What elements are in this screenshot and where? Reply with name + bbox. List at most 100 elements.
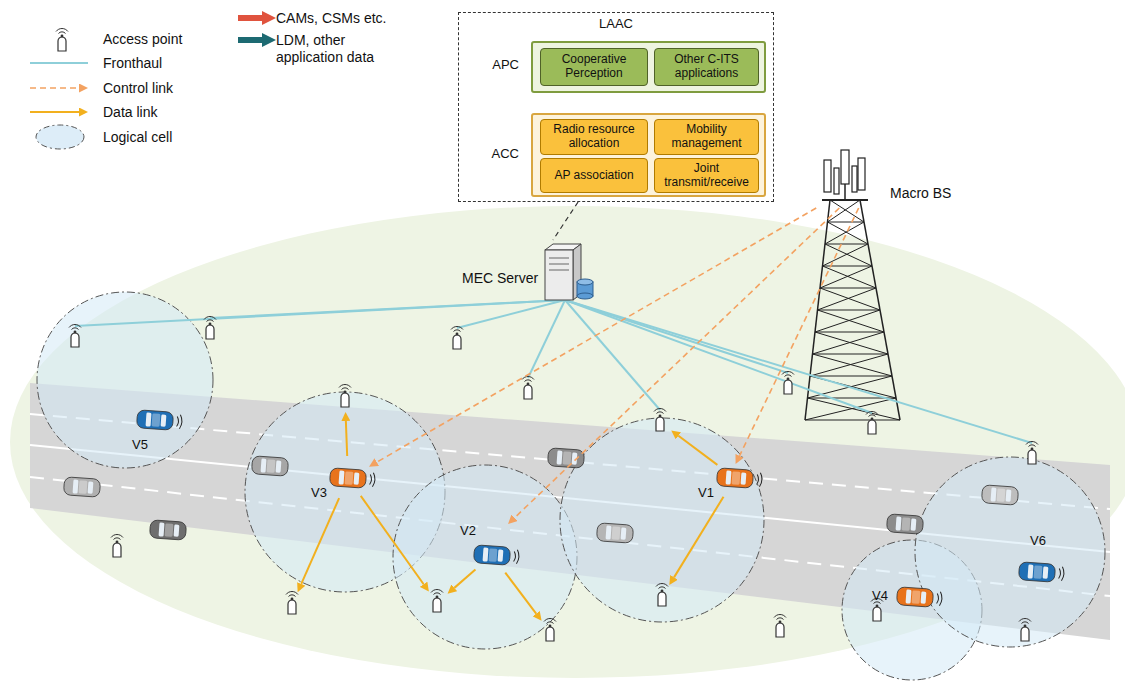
control-link — [377, 208, 816, 462]
node-label: V1 — [698, 486, 714, 501]
car-body — [716, 468, 753, 488]
car-window — [1028, 564, 1034, 578]
car-roof — [79, 480, 88, 494]
legend-text: Control link — [103, 80, 173, 97]
mec-server: MEC Server — [462, 240, 592, 325]
tower-brace — [825, 244, 868, 245]
legend-text: Data link — [103, 104, 157, 121]
car — [1018, 562, 1064, 583]
node-label: V3 — [311, 486, 327, 501]
car-body — [596, 523, 633, 543]
car-roof — [997, 488, 1006, 502]
tower-brace — [825, 222, 864, 244]
car-body — [886, 514, 923, 534]
box-text: Other C-ITS applications — [659, 53, 754, 81]
car-window — [174, 524, 180, 536]
access-point — [544, 619, 556, 642]
car-window — [339, 470, 345, 484]
car-roof — [612, 526, 621, 540]
node-label: V4 — [872, 589, 888, 604]
tower-brace — [808, 398, 901, 420]
car — [473, 545, 519, 566]
application-box: Cooperative Perception — [540, 48, 648, 86]
logical-cell — [37, 292, 213, 468]
tower-brace — [810, 376, 892, 377]
car-window — [159, 522, 165, 536]
server-slot — [549, 258, 569, 259]
vehicle: V2 — [458, 524, 512, 568]
car-window — [146, 412, 152, 426]
car-window — [498, 549, 504, 561]
car-window — [1043, 566, 1049, 578]
radio-wave — [757, 475, 759, 485]
tower-brace — [813, 332, 885, 354]
logical-cell — [560, 418, 764, 622]
tower-brace — [828, 222, 869, 244]
radio-wave — [939, 592, 942, 606]
car-roof — [152, 413, 161, 427]
access-point — [866, 412, 878, 435]
legend-teal-arrow — [238, 37, 262, 43]
access-point — [111, 535, 123, 558]
car — [547, 448, 584, 468]
radio-wave — [177, 417, 179, 427]
radio-wave — [1061, 567, 1064, 581]
radio-wave — [937, 594, 939, 604]
tower-brace — [820, 288, 880, 310]
car-window — [1006, 489, 1012, 501]
application-box: Other C-ITS applications — [654, 48, 759, 86]
callout-line — [553, 202, 578, 240]
database-cap — [577, 279, 593, 285]
laac-panel: LAACAPCCooperative PerceptionOther C-ITS… — [458, 12, 774, 202]
fronthaul-line — [75, 300, 565, 326]
node-label: V6 — [1030, 534, 1046, 549]
layer-label: APC — [469, 58, 519, 73]
server-slot — [549, 270, 569, 271]
antenna-panel — [852, 166, 857, 192]
car — [63, 477, 100, 497]
car-body — [473, 545, 510, 565]
data-link — [678, 436, 717, 465]
car-window — [483, 547, 489, 561]
radio-wave — [514, 552, 516, 562]
access-point — [431, 590, 443, 613]
car-body — [251, 456, 288, 476]
control-link — [740, 208, 859, 456]
data-link — [505, 573, 536, 614]
car-window — [621, 527, 627, 539]
control-function-box: Radio resource allocation — [540, 119, 648, 155]
fronthaul-line — [528, 300, 565, 378]
car-body — [547, 448, 584, 468]
server-slot — [549, 264, 569, 265]
car-window — [911, 518, 917, 530]
tower-brace — [813, 354, 889, 355]
radio-wave — [372, 473, 375, 487]
car — [329, 468, 375, 489]
car-window — [354, 472, 360, 484]
mec-server-icon — [545, 244, 593, 300]
fronthaul-line — [565, 300, 1032, 443]
fronthaul-lines — [75, 300, 1032, 443]
car-window — [261, 458, 267, 472]
apc-layer: APCCooperative PerceptionOther C-ITS app… — [531, 41, 766, 93]
tower-brace — [815, 310, 880, 332]
data-link — [346, 421, 347, 456]
car-window — [88, 481, 94, 493]
data-link — [301, 498, 339, 584]
logical-cell — [915, 457, 1105, 647]
legend-red-arrow — [238, 15, 262, 21]
control-function-box: AP association — [540, 158, 648, 193]
car-body — [896, 587, 933, 607]
car-roof — [902, 517, 911, 531]
tower-brace — [820, 266, 872, 288]
car-body — [1018, 562, 1055, 582]
legend-logical-cell — [36, 125, 84, 149]
antenna-panel — [841, 150, 849, 184]
car-window — [991, 487, 997, 501]
legend-access-point — [56, 29, 68, 52]
car-window — [557, 450, 563, 464]
vehicles — [63, 410, 1064, 608]
tower-brace — [810, 354, 888, 376]
antenna-panel — [858, 158, 865, 190]
